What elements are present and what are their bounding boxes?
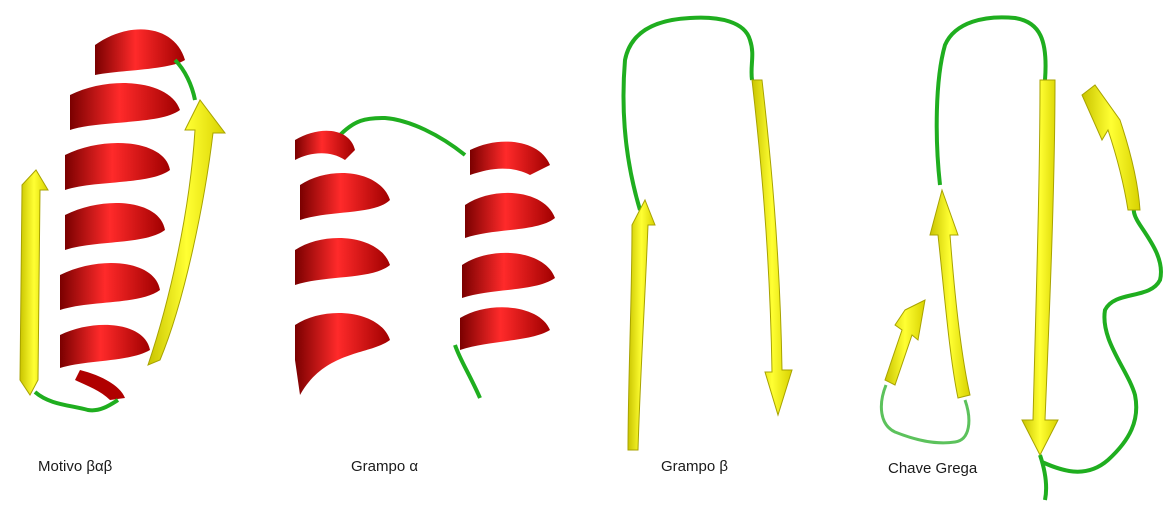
motif-alpha-hairpin	[295, 118, 555, 398]
loop	[881, 385, 968, 443]
loop	[937, 17, 1046, 185]
beta-strand	[1082, 85, 1140, 210]
beta-strand	[885, 300, 925, 385]
beta-strand	[628, 200, 655, 450]
loop	[340, 118, 465, 155]
beta-strand	[752, 80, 792, 415]
loop	[1040, 208, 1161, 500]
beta-strand	[930, 190, 970, 398]
motif-label-beta-hairpin: Grampo β	[661, 458, 728, 475]
motif-beta-hairpin	[623, 18, 792, 450]
loop	[455, 345, 480, 398]
motif-label-beta-alpha-beta: Motivo βαβ	[38, 458, 112, 475]
alpha-helix	[295, 131, 390, 395]
loop	[175, 60, 195, 100]
alpha-helix	[460, 142, 555, 350]
loop	[623, 18, 752, 210]
motif-beta-alpha-beta	[20, 29, 225, 410]
motif-greek-key	[881, 17, 1161, 500]
beta-strand	[20, 170, 48, 395]
motif-label-greek-key: Chave Grega	[888, 460, 977, 477]
motif-label-alpha-hairpin: Grampo α	[351, 458, 418, 475]
beta-strand	[1022, 80, 1058, 455]
